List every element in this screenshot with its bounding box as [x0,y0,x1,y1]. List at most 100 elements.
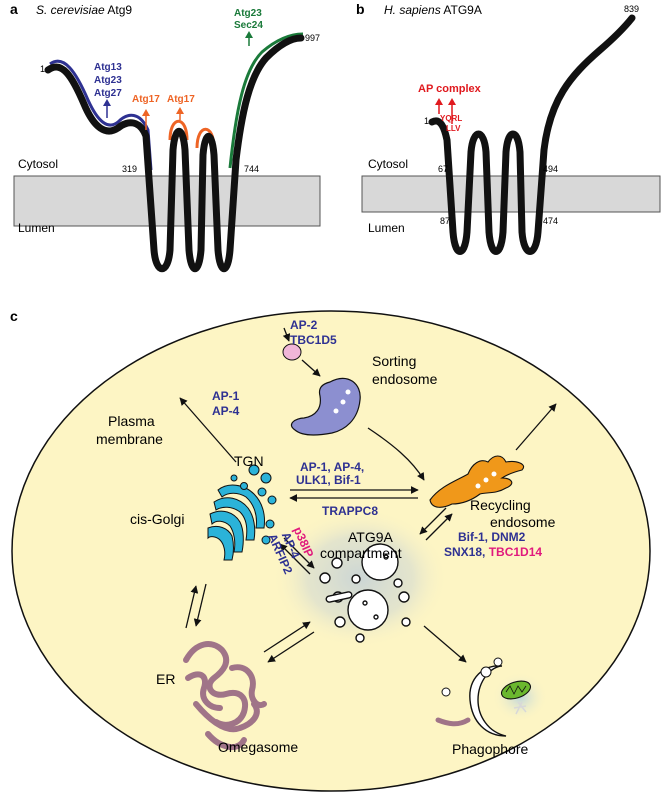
arrow-atg9a-to-er [267,631,315,663]
atg9a-vesicle-large-2 [347,589,389,631]
golgi-vesicle [267,495,277,505]
panel-a-res-319: 319 [122,164,137,174]
sorting-endosome-dot [345,389,351,395]
arrow-sorting-to-recycling [367,427,425,481]
atg9a-compartment-vesicles [319,543,411,643]
ap2-label: AP-2 [290,318,318,332]
arrow-tgn-to-plasma-membrane [179,397,237,463]
golgi-vesicle [260,472,272,484]
panel-b-res-start: 1 [424,116,429,126]
sorting-endosome-label-2: endosome [372,371,438,387]
recycling-endosome-dot [483,477,489,483]
endoplasmic-reticulum [183,641,267,751]
panel-a-blue-binder-1: Atg13 [94,62,122,73]
phagophore-label: Phagophore [452,741,529,757]
er-tubule [229,664,267,708]
panel-b-species: H. sapiens [384,3,441,17]
panel-b-title: H. sapiens ATG9A [384,3,482,17]
panel-b-red-arrowhead-2 [448,98,456,105]
atg9a-dot [373,614,379,620]
panel-b-res-494: 494 [543,164,558,174]
panel-b-red-arrowhead-1 [435,98,443,105]
ap4-label: AP-4 [212,404,240,418]
atg9a-vesicle [398,591,410,603]
golgi-vesicle [230,474,238,482]
trafficking-arrows [179,327,557,663]
golgi-cisterna [213,497,256,541]
panel-a-green-binder-1: Atg23 [234,8,262,19]
golgi-cisterna [207,525,234,561]
arrow-er-to-golgi [185,585,199,629]
panel-a-letter: a [10,1,18,17]
atg9a-tubule [325,591,353,603]
panel-a: a S. cerevisiae Atg9 Cytosol Lumen 1 997… [10,1,321,273]
atg9a-vesicle-large-1 [361,543,399,581]
panel-a-green-binder-2: Sec24 [234,20,263,31]
panel-a-orange-arrowhead-2 [176,107,184,114]
atg9a-vesicle [355,633,365,643]
panel-a-orange-binder-1: Atg17 [132,94,160,105]
atg9a-dot [383,554,389,560]
panel-b-letter: b [356,1,365,17]
er-tubule [183,641,248,728]
tbc1d14-label: TBC1D14 [489,545,543,559]
panel-a-lumen-label: Lumen [18,221,55,235]
arrow-recycling-to-plasma-membrane [515,403,557,451]
omegasome-membrane-fragment [435,717,471,727]
golgi-vesicle [248,464,260,476]
panel-a-res-start: 1 [40,64,45,74]
tgn-recycling-factors-2: ULK1, Bif-1 [296,473,361,487]
arrow-recycling-to-atg9a [419,507,447,535]
tgn-recycling-factors-1: AP-1, AP-4, [300,460,364,474]
er-label: ER [156,671,175,687]
sorting-endosome [290,377,361,436]
panel-b-motif-llv: LLV [446,124,461,133]
golgi-cisterna [209,510,244,553]
arrow-ap2-to-vesicle [282,327,291,342]
panel-a-species: S. cerevisiae [36,3,105,17]
panel-b-membrane [361,175,661,213]
panel-a-blue-binder-2: Atg23 [94,75,122,86]
panel-b-protein: ATG9A [441,3,482,17]
tgn-label: TGN [234,453,264,469]
snx18-label: SNX18, [444,545,489,559]
panel-a-blue-region [49,59,153,171]
recycling-endosome-label-1: Recycling [470,497,531,513]
er-tubule [193,701,260,733]
er-tubule [185,671,223,711]
panel-b-res-67: 67 [438,164,448,174]
phagophore-vesicle [493,657,503,667]
panel-b-atg9a-backbone [428,14,636,255]
panel-b-res-end: 839 [624,4,639,14]
panel-b-res-474: 474 [543,216,558,226]
atg9a-dot [362,600,368,606]
panel-a-blue-arrowhead [103,99,111,106]
recycling-factors-line2: SNX18, TBC1D14 [444,545,542,559]
phagophore-vesicle [480,666,492,678]
recycling-endosome [429,455,524,508]
arrow-golgi-to-er [193,583,207,627]
panel-a-orange-arrowhead-1 [142,109,150,116]
panel-a-res-744: 744 [244,164,259,174]
recycling-endosome-dot [491,471,497,477]
recycling-endosome-dot [475,483,481,489]
panel-b-ap-complex: AP complex [418,83,482,95]
panel-c: c [10,308,651,792]
panel-b-res-87: 87 [440,216,450,226]
arrow-er-to-atg9a [263,621,311,653]
omegasome-label: Omegasome [218,739,298,755]
atg9a-vesicle [351,574,361,584]
atg9a-vesicle [331,557,343,569]
golgi-vesicle [265,519,275,529]
panel-b-motif-yqrl: YQRL [440,114,462,123]
mitochondrion-cristae [505,685,527,695]
panel-a-cytosol-label: Cytosol [18,157,58,171]
arrow-atg9a-to-recycling [425,513,453,541]
golgi-vesicle [240,482,248,490]
plasma-membrane-label-1: Plasma [108,413,155,429]
er-tubule [205,731,247,751]
sorting-endosome-dot [333,408,339,414]
recycling-endosome-label-2: endosome [490,514,556,530]
atg9a-compartment-label-2: compartment [320,545,402,561]
atg9a-vesicle [319,572,331,584]
